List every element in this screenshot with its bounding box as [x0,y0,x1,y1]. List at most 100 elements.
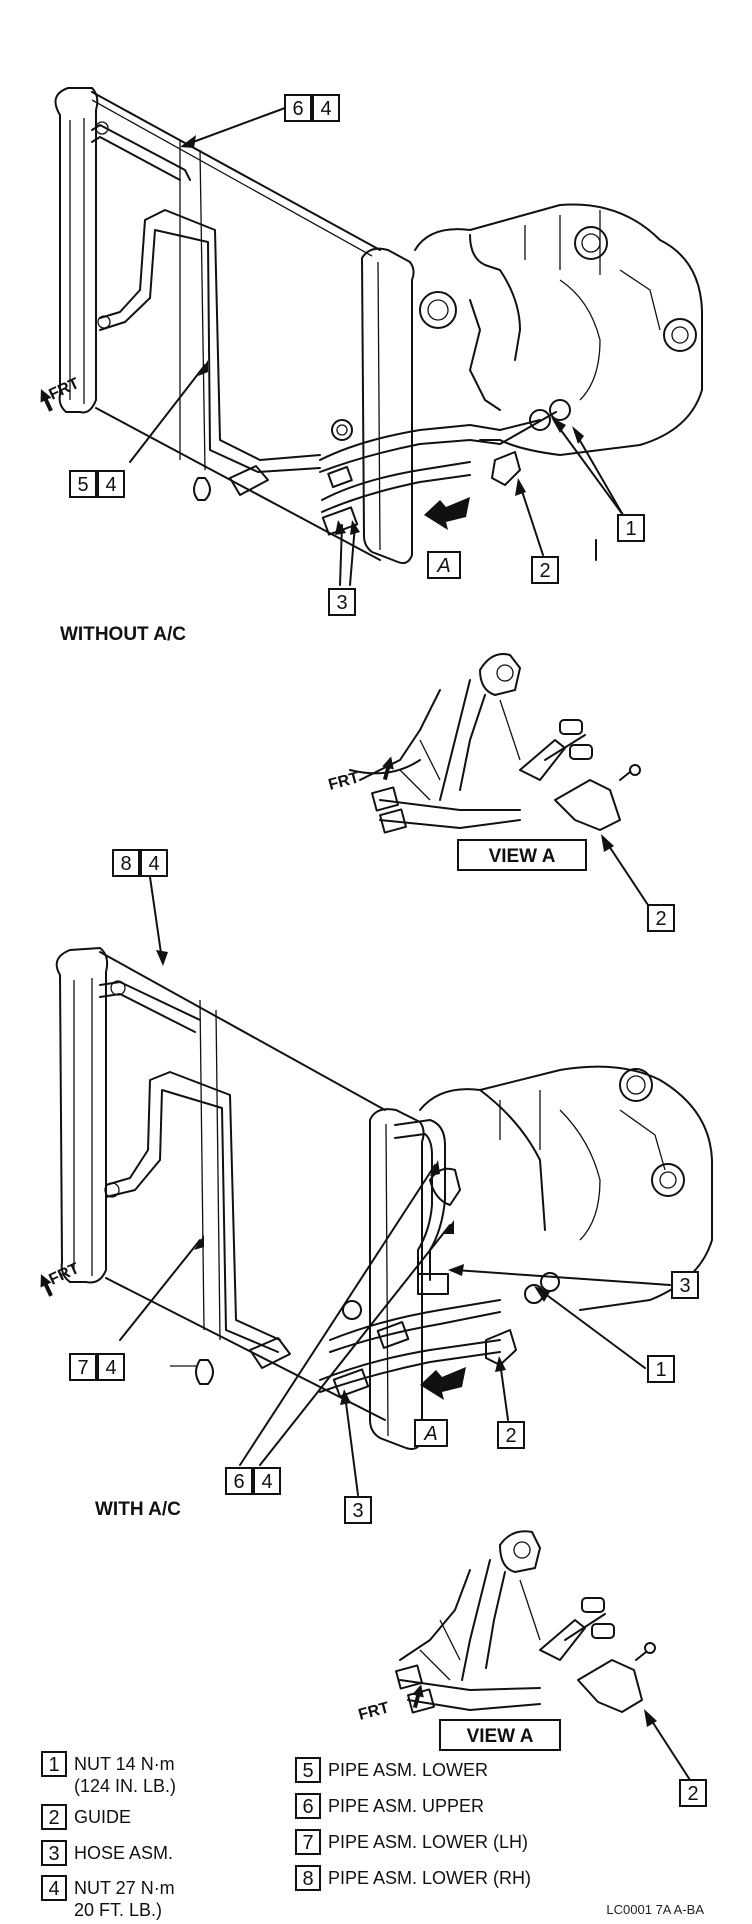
callout-num: 3 [352,1500,363,1522]
legend-num: 1 [48,1754,59,1776]
frt-indicator-view-a-2: FRT [357,1684,424,1724]
callout-num: 4 [105,474,116,496]
top-diagram-title: WITHOUT A/C [60,624,186,645]
view-a-1: FRT VIEW A 2 [327,653,675,932]
frt-indicator-view-a-1: FRT [327,756,394,794]
legend-text: PIPE ASM. LOWER (LH) [328,1832,528,1852]
callout-num: 2 [539,560,550,582]
view-a-1-title: VIEW A [489,846,556,867]
callout-6-4-top: 6 4 [284,94,340,122]
callout-num: 4 [105,1357,116,1379]
radiator-right-tank-2 [369,1108,425,1450]
callout-box [647,904,675,932]
radiator-core [91,91,381,561]
frt-label-view-a-1: FRT [327,769,362,794]
callout-num: 4 [320,98,331,120]
lower-pipe [97,209,321,473]
top-diagram: A FRT 6 4 [40,87,703,645]
leader-line [647,1714,691,1781]
callout-num: 1 [625,518,636,540]
engine-block [414,203,703,456]
callout-num: 4 [261,1471,272,1493]
callout-num: 3 [679,1275,690,1297]
legend-text: NUT 14 N·m [74,1754,175,1774]
figure-code: LC0001 7A A-BA [606,1902,704,1917]
legend-num: 3 [48,1843,59,1865]
callout-2-top: 2 [531,556,559,584]
legend-num: 7 [302,1832,313,1854]
view-a-1-sketch [349,653,641,834]
callout-7-4-bottom: 7 4 [69,1353,125,1381]
radiator-left-tank [54,87,99,414]
view-arrow-a-label: A [436,555,450,577]
frt-indicator-bottom: FRT [40,1260,83,1297]
view-a-2-title: VIEW A [467,1726,534,1747]
legend-item-2: 2 GUIDE [41,1804,131,1830]
view-a-2: FRT VIEW A 2 [357,1530,707,1807]
callout-num: 1 [655,1359,666,1381]
view-arrow-a-2-label: A [423,1423,437,1445]
legend-text: (124 IN. LB.) [74,1776,176,1796]
arrowhead [644,1709,657,1727]
callout-3-top: 3 [328,588,356,616]
pipe-bracket-2 [170,1337,291,1385]
callout-3-lower-bottom: 3 [344,1496,372,1524]
legend: 1 NUT 14 N·m (124 IN. LB.) 2 GUIDE 3 HOS… [41,1751,704,1920]
radiator-core-2 [99,951,386,1421]
callout-num: 2 [687,1783,698,1805]
hoses-2 [319,1119,560,1398]
frt-indicator-top: FRT [40,375,83,412]
legend-text: PIPE ASM. LOWER (RH) [328,1868,531,1888]
view-a-2-title-box [439,1719,561,1751]
upper-pipe [91,121,191,181]
callout-num: 6 [233,1471,244,1493]
arrowhead [601,834,614,852]
guide-bracket [491,451,521,486]
leader-lines-top [129,107,624,586]
callout-box [679,1779,707,1807]
legend-item-1: 1 NUT 14 N·m (124 IN. LB.) [41,1751,176,1796]
callout-num: 3 [336,592,347,614]
legend-text: NUT 27 N·m [74,1878,175,1898]
callout-num: 4 [148,853,159,875]
bottom-diagram: A FRT 8 4 7 [40,849,713,1524]
guide-bracket-2 [485,1329,517,1366]
legend-item-4: 4 NUT 27 N·m 20 FT. LB.) [41,1875,175,1920]
upper-pipe-rh [99,980,201,1033]
lower-pipe-lh [104,1071,281,1353]
view-arrow-a: A [424,497,470,579]
view-arrow-a-2: A [414,1367,466,1447]
legend-item-8: 8 PIPE ASM. LOWER (RH) [295,1865,531,1891]
callout-3-upper-bottom: 3 [671,1271,699,1299]
legend-text: GUIDE [74,1807,131,1827]
legend-item-3: 3 HOSE ASM. [41,1840,173,1866]
legend-num: 2 [48,1807,59,1829]
frt-label-top: FRT [47,375,83,404]
legend-text: HOSE ASM. [74,1843,173,1863]
callout-1-top: 1 [617,514,645,542]
bottom-diagram-title: WITH A/C [95,1499,181,1520]
hoses [319,399,571,536]
callout-5-4-top: 5 4 [69,470,125,498]
legend-text: PIPE ASM. UPPER [328,1796,484,1816]
legend-num: 6 [302,1796,313,1818]
engine-block-2 [419,1065,713,1311]
legend-text: PIPE ASM. LOWER [328,1760,488,1780]
frt-label-view-a-2: FRT [357,1699,392,1724]
legend-item-6: 6 PIPE ASM. UPPER [295,1793,484,1819]
pipe-bracket [193,465,269,501]
leader-lines-bottom [119,876,671,1496]
frt-label-bottom: FRT [47,1260,83,1289]
view-a-2-sketch [395,1530,656,1714]
legend-num: 8 [302,1868,313,1890]
callout-num: 5 [77,474,88,496]
callout-1-bottom: 1 [647,1355,675,1383]
view-a-1-title-box [457,839,587,871]
radiator-right-tank [361,247,415,565]
leader-line [604,839,649,906]
legend-item-5: 5 PIPE ASM. LOWER [295,1757,488,1783]
legend-text: 20 FT. LB.) [74,1900,162,1920]
callout-2-bottom: 2 [497,1421,525,1449]
